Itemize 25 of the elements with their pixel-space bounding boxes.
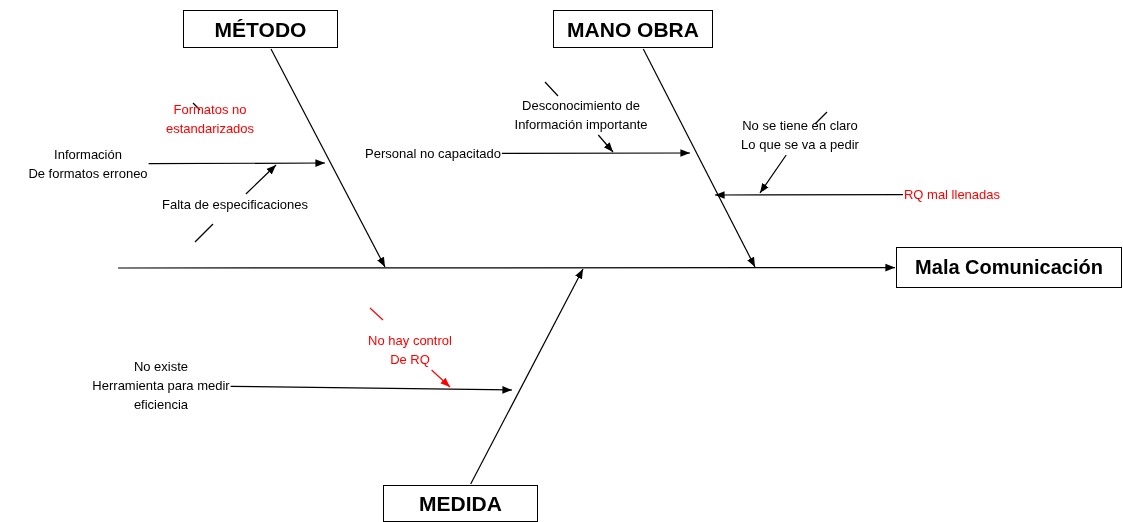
cause-text: No se tiene en claro Lo que se va a pedir [741,116,859,154]
category-box: MEDIDA [383,485,538,522]
cause-text: RQ mal llenadas [903,185,1001,204]
bone-arrow [642,48,756,268]
cause-text: Desconocimiento de Información importante [514,96,648,134]
cause-text: No existe Herramienta para medir eficiencia [92,357,230,414]
arrow [597,134,614,153]
arrow [245,164,277,195]
arrow [759,154,787,194]
arrow [714,191,904,199]
cause-text: Información De formatos erroneo [28,145,148,183]
bone-arrow [470,268,584,485]
arrow [431,369,451,388]
effect-box: Mala Comunicación [896,247,1122,288]
cause-text: Personal no capacitado [365,144,501,163]
spine-arrow [117,263,896,272]
cause-text: Formatos no estandarizados [165,100,255,138]
arrow [501,149,691,157]
arrow [230,385,513,394]
cause-text: Falta de especificaciones [162,195,308,214]
category-box: MÉTODO [183,10,338,48]
cause-text: No hay control De RQ [368,331,452,369]
category-box: MANO OBRA [553,10,713,48]
arrow [148,159,326,167]
bone-arrow [270,48,386,268]
